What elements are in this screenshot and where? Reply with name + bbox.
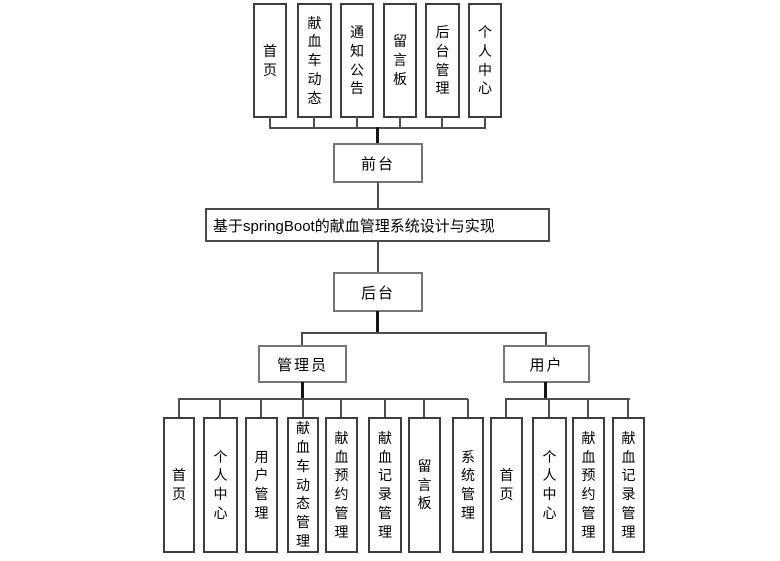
node-label: 首页 — [171, 467, 186, 502]
node-label: 留言板 — [417, 457, 432, 512]
node-user-reservation-management: 献血预约管理 — [572, 417, 605, 553]
connector-drop — [544, 382, 547, 399]
node-frontend-message-board: 留言板 — [383, 3, 417, 118]
connector-stub — [441, 116, 443, 128]
node-label: 用户管理 — [254, 448, 269, 521]
node-label: 用户 — [529, 356, 564, 374]
connector-bus-admin — [178, 398, 468, 400]
connector-stub — [178, 399, 180, 418]
node-admin-home: 首页 — [163, 417, 195, 553]
node-label: 后台 — [360, 284, 395, 302]
node-frontend-vehicle-news: 献血车动态 — [297, 3, 332, 118]
node-user-home: 首页 — [490, 417, 523, 553]
node-label: 个人中心 — [477, 24, 492, 97]
node-frontend: 前台 — [333, 143, 423, 183]
node-admin-reservation-management: 献血预约管理 — [325, 417, 358, 553]
connector-stub — [423, 399, 425, 418]
connector-drop — [377, 182, 379, 209]
node-admin-personal-center: 个人中心 — [203, 417, 238, 553]
connector-stub — [260, 399, 262, 418]
connector-stub — [219, 399, 221, 418]
node-frontend-personal-center: 个人中心 — [468, 3, 502, 118]
node-label: 献血车动态 — [307, 14, 322, 106]
node-admin-record-management: 献血记录管理 — [368, 417, 402, 553]
node-frontend-admin-portal: 后台管理 — [425, 3, 460, 118]
node-role-admin: 管理员 — [258, 345, 347, 383]
node-label: 个人中心 — [542, 448, 557, 521]
node-label: 前台 — [360, 155, 395, 173]
connector-stub — [301, 333, 303, 346]
connector-stub — [313, 116, 315, 128]
node-user-personal-center: 个人中心 — [532, 417, 567, 553]
connector-stub — [545, 333, 547, 346]
node-user-record-management: 献血记录管理 — [612, 417, 645, 553]
node-label: 首页 — [262, 42, 277, 78]
node-label: 留言板 — [392, 33, 407, 87]
node-label: 个人中心 — [213, 448, 228, 521]
page-title: 基于springBoot的献血管理系统设计与实现 — [213, 217, 495, 235]
node-label: 献血车动态管理 — [295, 420, 310, 549]
connector-drop — [376, 311, 379, 333]
connector-bus-user — [505, 398, 630, 400]
connector-stub — [467, 399, 469, 418]
node-label: 系统管理 — [460, 448, 475, 521]
node-label: 管理员 — [276, 356, 328, 374]
node-admin-user-management: 用户管理 — [245, 417, 278, 553]
node-label: 献血预约管理 — [334, 429, 349, 540]
connector-stub — [399, 116, 401, 128]
connector-stub — [484, 116, 486, 128]
connector-stub — [340, 399, 342, 418]
node-backend: 后台 — [333, 272, 423, 312]
connector-stub — [384, 399, 386, 418]
connector-stub — [302, 399, 304, 418]
node-label: 首页 — [499, 467, 514, 502]
connector-drop — [377, 241, 379, 273]
connector-drop — [301, 382, 304, 399]
node-role-user: 用户 — [503, 345, 590, 383]
connector-stub — [356, 116, 358, 128]
node-admin-message-board: 留言板 — [408, 417, 441, 553]
node-label: 献血记录管理 — [621, 429, 636, 540]
connector-drop — [376, 127, 379, 144]
connector-stub — [269, 116, 271, 128]
connector-stub — [548, 399, 550, 418]
node-label: 献血记录管理 — [377, 429, 392, 540]
connector-stub — [587, 399, 589, 418]
node-system-title: 基于springBoot的献血管理系统设计与实现 — [205, 208, 550, 242]
node-label: 后台管理 — [435, 24, 450, 97]
node-label: 献血预约管理 — [581, 429, 596, 540]
node-frontend-notice: 通知公告 — [340, 3, 374, 118]
node-admin-system-management: 系统管理 — [452, 417, 484, 553]
node-frontend-home: 首页 — [253, 3, 287, 118]
connector-stub — [505, 399, 507, 418]
connector-bus-roles — [301, 332, 547, 334]
node-admin-vehicle-news-management: 献血车动态管理 — [287, 417, 319, 553]
node-label: 通知公告 — [349, 24, 364, 97]
connector-stub — [627, 399, 629, 418]
